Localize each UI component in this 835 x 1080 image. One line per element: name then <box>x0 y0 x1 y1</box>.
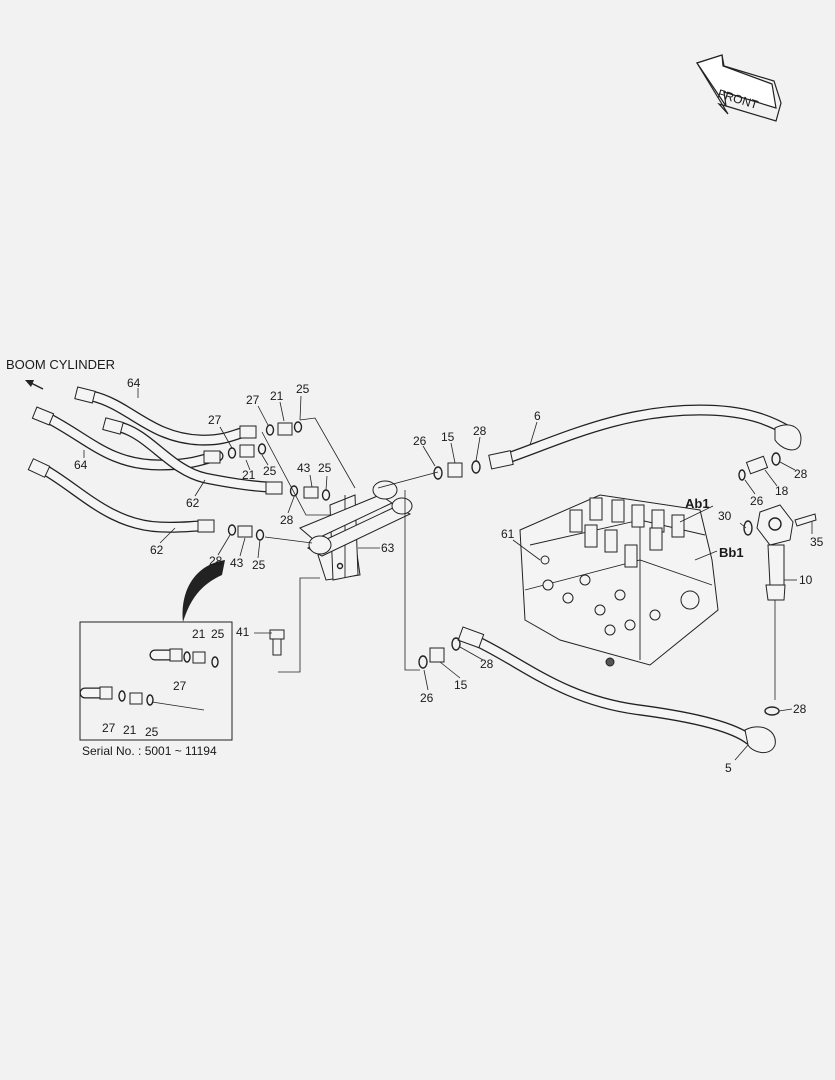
label-15-upper: 15 <box>441 430 455 444</box>
inset-label-21-top: 21 <box>192 627 206 641</box>
front-arrow: FRONT <box>696 54 782 122</box>
hose-64-upper <box>74 386 251 446</box>
label-6: 6 <box>534 409 541 423</box>
label-64-lower: 64 <box>74 458 88 472</box>
fitting-group-28-43-25-upper <box>265 481 331 501</box>
label-21-upper: 21 <box>270 389 284 403</box>
label-28-lower: 28 <box>209 554 223 568</box>
fitting-group-right <box>738 452 781 481</box>
valve-spools <box>569 497 685 568</box>
label-bb1: Bb1 <box>719 545 744 560</box>
label-5: 5 <box>725 761 732 775</box>
label-28-hose5: 28 <box>480 657 494 671</box>
label-28-hose6: 28 <box>473 424 487 438</box>
label-30: 30 <box>718 509 732 523</box>
inset-label-21-bottom: 21 <box>123 723 137 737</box>
label-25-upper: 25 <box>296 382 310 396</box>
label-27-mid: 27 <box>208 413 222 427</box>
label-62-lower: 62 <box>150 543 164 557</box>
label-25-lower: 25 <box>252 558 266 572</box>
label-61: 61 <box>501 527 515 541</box>
control-valve-61 <box>519 494 719 667</box>
fitting-group-27-21-25-mid <box>203 443 267 464</box>
label-28-right: 28 <box>794 467 808 481</box>
hose-62-upper <box>102 417 274 493</box>
pipe-bracket-63 <box>299 480 413 581</box>
label-64-upper: 64 <box>127 376 141 390</box>
inset-hose-lower <box>79 686 205 711</box>
label-15-lower: 15 <box>454 678 468 692</box>
label-26-lower: 26 <box>420 691 434 705</box>
fitting-group-27-21-25-top <box>239 421 303 439</box>
label-43-lower: 43 <box>230 556 244 570</box>
boom-cylinder-label: BOOM CYLINDER <box>6 357 115 372</box>
label-21-mid: 21 <box>242 468 256 482</box>
label-18: 18 <box>775 484 789 498</box>
valve-ports <box>540 555 700 667</box>
hose-6 <box>488 404 802 470</box>
label-28-upper: 28 <box>280 513 294 527</box>
fitting-group-26-15-28-lower <box>418 637 461 669</box>
inset-label-27-bottom: 27 <box>102 721 116 735</box>
inset-box: 21 25 27 27 21 25 Serial No. : 5001 ~ 11… <box>79 621 233 758</box>
inset-pointer-arrow <box>182 560 225 622</box>
label-41: 41 <box>236 625 250 639</box>
label-25-mid: 25 <box>263 464 277 478</box>
inset-label-25-bottom: 25 <box>145 725 159 739</box>
label-26-right: 26 <box>750 494 764 508</box>
label-62-upper: 62 <box>186 496 200 510</box>
label-28-block: 28 <box>793 702 807 716</box>
boom-direction-arrow-icon <box>25 380 44 390</box>
inset-label-25-top: 25 <box>211 627 225 641</box>
label-ab1: Ab1 <box>685 496 710 511</box>
hose-64-middle <box>31 406 224 471</box>
label-10: 10 <box>799 573 813 587</box>
hose-5 <box>457 626 776 754</box>
block-10 <box>743 504 817 601</box>
label-25-right: 25 <box>318 461 332 475</box>
serial-number-label: Serial No. : 5001 ~ 11194 <box>82 744 217 758</box>
label-63: 63 <box>381 541 395 555</box>
fitting-group-26-15-28-upper <box>433 460 481 480</box>
label-26-upper: 26 <box>413 434 427 448</box>
inset-label-27-top: 27 <box>173 679 187 693</box>
hose-62-lower <box>27 458 208 533</box>
bolt-41 <box>269 629 285 656</box>
label-35: 35 <box>810 535 824 549</box>
label-43-upper: 43 <box>297 461 311 475</box>
inset-hose-upper <box>149 648 219 668</box>
fitting-group-28-43-25-lower <box>197 519 265 541</box>
label-27-upper: 27 <box>246 393 260 407</box>
